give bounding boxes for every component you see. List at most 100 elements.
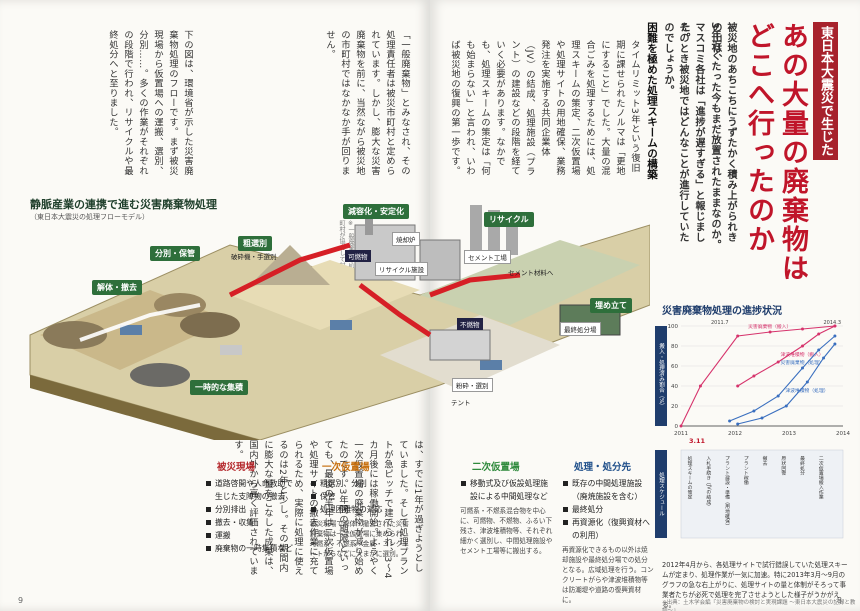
series-point [776, 394, 780, 398]
stage-item: 粗選別、分別 [310, 477, 410, 490]
stage-heading: 処理・処分先 [574, 462, 632, 473]
tag-crush: 粗選別 [238, 236, 272, 251]
series-point [698, 384, 702, 388]
schedule-panel [680, 449, 844, 539]
series-label: 災害廃棄物（搬入） [748, 323, 791, 330]
article-column-1: 「一般廃棄物」とみなされ、その処理責任者は被災市町村と定められています。しかし、… [324, 30, 410, 176]
chart-caption: 2012年4月から、各処理サイトで試行錯誤していた処理スキームが定まり、処理作業… [662, 561, 848, 609]
series-point [784, 404, 788, 408]
ylabel-band [655, 326, 667, 426]
lead-line-4: そのとき被災地ではどんなことが進行していたのでしょうか。 [662, 22, 688, 243]
stage-heading: 一次仮置場 [322, 462, 370, 473]
top-date-label: 2014.3 [824, 320, 842, 326]
x-tick-label: 2012 [728, 431, 742, 437]
stage-item: 撤去・収集 [205, 516, 300, 529]
schedule-step: 撤去 [762, 455, 767, 467]
stage-item: 運搬 [205, 529, 300, 542]
y-tick-label: 0 [675, 424, 679, 430]
series-point [736, 422, 740, 426]
stage-note: 再資源化できるもの以外は焼却施設や最終処分場での処分となる。広域処理を行う。コン… [562, 546, 654, 604]
stage-heading: 二次仮置場 [472, 462, 520, 473]
schedule-step: 最終処分 [799, 455, 804, 476]
stage-note: 被災現場で解体・撤去された災害廃棄物は一次仮置場に集められ、可燃系・不燃系・金属… [310, 520, 409, 558]
series-label: 津波堆積物（処理） [785, 387, 828, 394]
stage-disaster-site: 被災現場 道路啓開や人命救助で生じた支障物の撤去 分別排出 撤去・収集 運搬 廃… [205, 458, 300, 555]
lead-line-1: 被災地のあちこちにうずたかく積み上がられきの山は、 [710, 22, 736, 243]
schedule-step: 処理スキームの策定 [687, 455, 692, 500]
series-point [817, 348, 821, 352]
section-heading: 困難を極めた処理スキームの構築 [646, 22, 658, 180]
x-tick-label: 2011 [674, 431, 688, 437]
stage-item: 既存の中間処理施設（廃焼施設を含む） [562, 477, 654, 503]
stage-item: 廃棄物の一時集積など [205, 542, 300, 555]
series-label: 災害廃棄物（処理） [781, 359, 824, 366]
tag-temp-yard: 一時的な集積 [190, 380, 248, 395]
tag-recycle: リサイクル [484, 212, 534, 227]
series-line [680, 325, 835, 427]
series-point [760, 416, 764, 420]
label-incombustible: 不燃物 [457, 318, 483, 330]
series-point [801, 344, 804, 348]
main-title-line1: あの大量の廃棄物は [777, 22, 808, 283]
right-page-number: 8 [836, 596, 842, 605]
series-point [752, 374, 756, 378]
schedule-label: 処理スケジュール [658, 471, 665, 516]
series-line [729, 335, 836, 422]
label-crushing: 粉砕・選別 [452, 378, 493, 392]
left-page-number: 9 [18, 596, 24, 605]
stage-item: 分別排出 [205, 503, 300, 516]
article-column-2: 下の図は、環境省が示した災害廃棄物処理のフローです。まず被災現場から仮置場への運… [107, 30, 193, 176]
flow-arrows [228, 242, 521, 338]
y-tick-label: 40 [671, 384, 678, 390]
x-tick-label: 2014 [836, 431, 850, 437]
series-point [801, 327, 804, 331]
tag-reduce-stabilize: 減容化・安定化 [343, 204, 409, 219]
series-point [679, 424, 683, 428]
stage-heading: 被災現場 [217, 462, 256, 473]
series-point [728, 419, 732, 423]
stage-item: 処理困難物の対応 [310, 503, 410, 516]
series-point [817, 332, 821, 336]
label-combustible: 可燃物 [345, 250, 371, 262]
series-line [737, 343, 836, 425]
y-axis-label: 搬入・処理済み割合（%） [658, 342, 665, 409]
series-point [805, 380, 809, 384]
chapter-tag: 東日本大震災で生じた [813, 22, 838, 160]
stage-item: 移動式及び仮設処理施設による中間処理など [460, 477, 555, 503]
tag-dismantle: 解体・撤去 [92, 280, 142, 295]
label-recycle-facility: リサイクル施設 [375, 262, 429, 276]
chart-title: 災害廃棄物処理の進捗状況 [662, 306, 782, 317]
schedule-step: 二次仮置場搬入作業 [818, 456, 823, 501]
x-tick-label: 2013 [782, 431, 796, 437]
stage-secondary-yard: 二次仮置場 移動式及び仮設処理施設による中間処理など 可燃系・不燃系混合物を中心… [460, 458, 555, 556]
series-label: 津波堆積物（搬入） [781, 351, 824, 358]
schedule-step: 原状回復 [780, 456, 785, 477]
schedule-step: プラント建設・準備（用地確保） [724, 456, 729, 528]
y-tick-label: 100 [668, 324, 679, 330]
main-title-line2: どこへ行ったのか [743, 22, 774, 254]
series-line [737, 325, 836, 387]
stage-item: 再資源化（復興資材への利用） [562, 516, 654, 542]
stage-primary-yard: 一次仮置場 粗選別、分別 保管 処理困難物の対応 被災現場で解体・撤去された災害… [310, 458, 410, 559]
stage-item: 道路啓開や人命救助で生じた支障物の撤去 [205, 477, 300, 503]
schedule-step: プラント稼働 [743, 456, 748, 486]
lead-line-2: 3年近くたった今もまだ放置されたままなのか。 [709, 22, 720, 250]
series-point [833, 342, 837, 346]
start-date-label: 3.11 [689, 437, 706, 445]
top-date-label: 2011.7 [711, 320, 729, 326]
diagram-subtitle: （東日本大震災の処理フローモデル） [30, 213, 149, 221]
series-point [801, 366, 804, 370]
diagram-title: 静脈産業の連携で進む災害廃棄物処理 [30, 198, 217, 211]
chart-source: ※出典：土木学会編『災害廃棄物の検討と実現課題 〜東日本大震災の記録と教訓〜』 [662, 600, 856, 611]
tag-sort-store: 分別・保管 [150, 246, 200, 261]
stage-disposal: 処理・処分先 既存の中間処理施設（廃焼施設を含む） 最終処分 再資源化（復興資材… [562, 458, 654, 605]
white-flow-arrows [79, 303, 201, 342]
stage-item: 最終処分 [562, 503, 654, 516]
article-column-0: タイムリミット3年という復旧期に課せられたノルマは「更地にすること」でした。大量… [449, 40, 640, 177]
trucks [120, 320, 502, 370]
series-point [833, 334, 837, 338]
label-final-disposal: 最終処分場 [560, 322, 601, 336]
stage-item: 保管 [310, 490, 410, 503]
